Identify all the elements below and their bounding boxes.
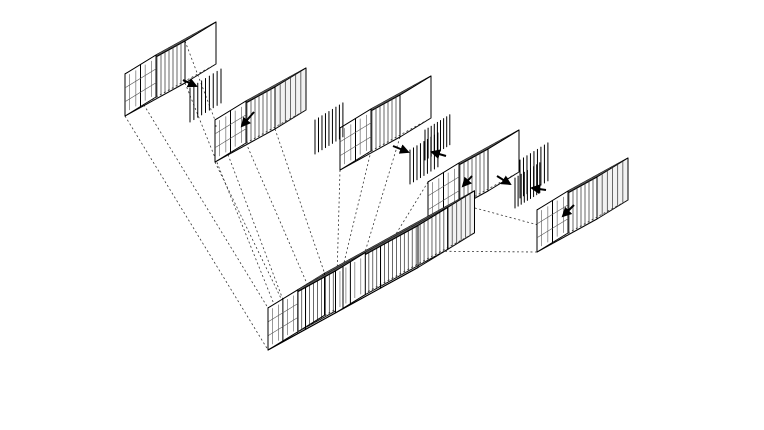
arrow-5a [530,184,547,195]
arrow-5b [561,204,575,218]
arrow-1 [182,78,198,88]
detached-wall-panels [189,68,549,209]
arrow-3 [392,144,410,154]
assembly-inner-doors [335,252,366,314]
panel-1-right [189,68,222,123]
arrow-4c [461,175,473,188]
arrow-4a [430,149,447,160]
direction-arrows [182,78,575,218]
projection-line [184,40,284,300]
arrow-4b [496,175,512,186]
module-2 [214,67,307,163]
projection-line [124,73,269,309]
module-1 [124,21,217,117]
assembly-bottom-rail [267,267,419,351]
combined-assembly [267,190,475,351]
panel-5-left [519,142,549,199]
projection-line [274,128,326,276]
open-end-right [184,21,217,84]
module-3 [339,75,432,171]
exploded-modules [124,21,629,253]
open-end-right [399,75,432,138]
projection-line [184,82,289,340]
projection-line [245,142,309,287]
open-end-right [417,206,449,268]
projection-line [393,181,429,239]
projection-line [407,250,538,253]
projection-line [342,150,372,267]
panel-3-left [314,102,344,155]
projection-line [124,115,269,351]
module-5 [536,157,629,253]
open-end-right [487,129,520,192]
arrow-2 [240,111,255,128]
panel-3-right [409,132,439,185]
